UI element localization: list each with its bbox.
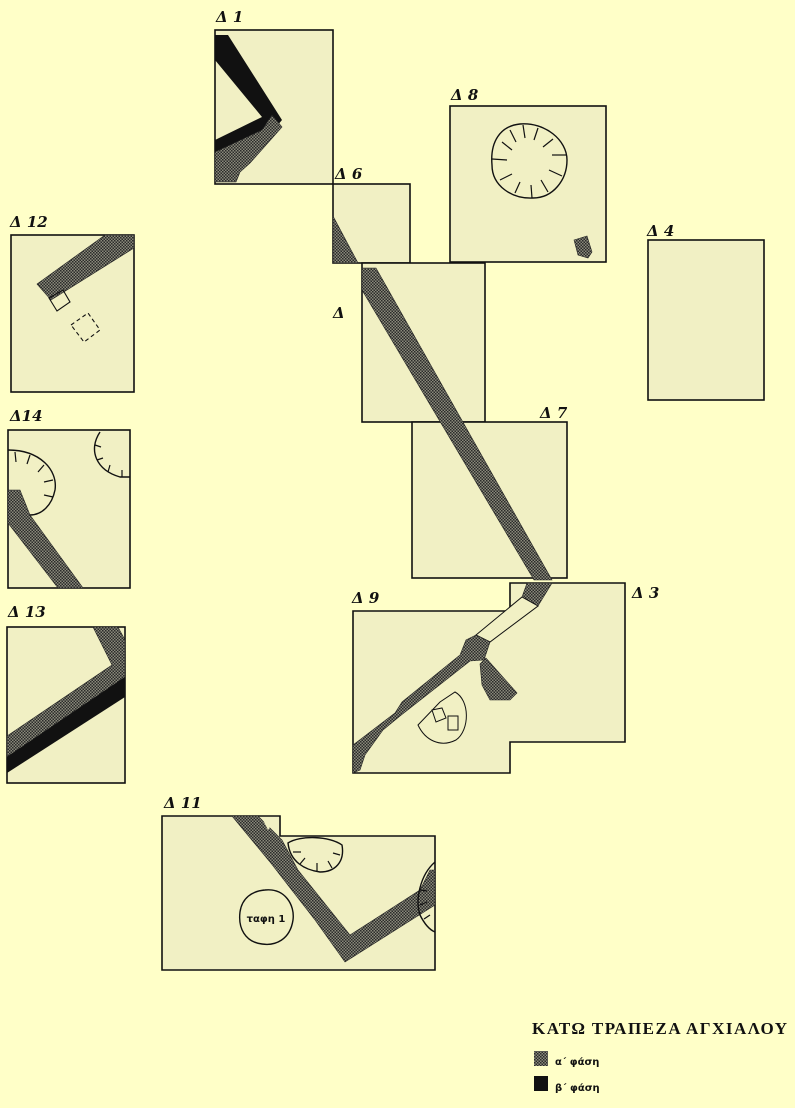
- pit: [417, 861, 436, 933]
- pit-hachures: [491, 124, 566, 199]
- grave-label: ταφη 1: [247, 914, 286, 925]
- stone-cluster: [417, 691, 467, 744]
- stone-outline: [48, 289, 71, 312]
- wall-phase-b: [7, 677, 125, 773]
- wall-phase-a: [231, 815, 436, 963]
- trench-d4: [647, 239, 765, 401]
- trench-d8: [449, 105, 607, 263]
- label-d14: Δ14: [9, 407, 43, 425]
- plan-title: ΚΑΤΩ ΤΡΑΠΕΖΑ ΑΓΧΙΑΛΟΥ: [532, 1019, 789, 1038]
- label-d9: Δ 9: [351, 589, 380, 607]
- wall-phase-a: [36, 234, 135, 301]
- legend-label-phase-b: β΄ φάση: [555, 1082, 600, 1094]
- grave-outline: [238, 889, 294, 946]
- label-d1: Δ 1: [215, 8, 243, 26]
- small-feature: [573, 235, 593, 259]
- wall-phase-a: [332, 215, 359, 264]
- wall-phase-a: [361, 267, 553, 581]
- pit-hachures: [14, 444, 123, 498]
- legend-label-phase-a: α΄ φάση: [555, 1056, 599, 1068]
- wall-phase-a: [479, 657, 518, 701]
- trench-d14: [7, 429, 131, 589]
- legend-swatch-phase-b: [534, 1076, 548, 1091]
- pit: [287, 836, 344, 873]
- pit: [7, 449, 56, 516]
- gap: [262, 818, 276, 830]
- pit-hachures: [293, 851, 431, 920]
- label-d13: Δ 13: [7, 603, 46, 621]
- label-d: Δ: [332, 304, 345, 322]
- pit: [93, 431, 130, 478]
- label-d4: Δ 4: [646, 222, 674, 240]
- label-d8: Δ 8: [450, 86, 479, 104]
- legend-swatch-phase-a: [534, 1051, 548, 1066]
- label-d7: Δ 7: [539, 404, 568, 422]
- label-d3: Δ 3: [631, 584, 659, 602]
- wall-phase-a: [352, 634, 491, 774]
- label-d11: Δ 11: [163, 794, 202, 812]
- label-d6: Δ 6: [334, 165, 363, 183]
- label-d12: Δ 12: [9, 213, 48, 231]
- pit: [491, 123, 568, 199]
- wall-phase-a: [214, 114, 283, 183]
- wall-phase-a: [7, 489, 84, 589]
